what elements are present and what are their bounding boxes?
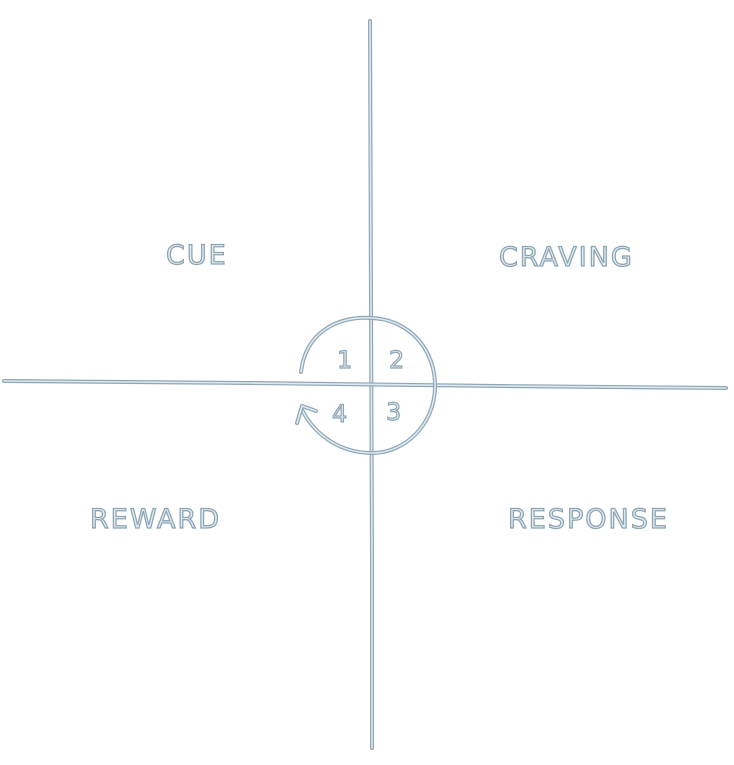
label-craving: CRAVING	[499, 242, 634, 273]
cycle-number-2: 2	[389, 346, 404, 374]
label-cue: CUE	[166, 240, 228, 271]
label-reward: REWARD	[90, 504, 221, 535]
cycle-number-4: 4	[332, 400, 347, 428]
vertical-axis	[368, 19, 374, 750]
label-response: RESPONSE	[508, 504, 669, 535]
cycle-number-3: 3	[386, 398, 401, 426]
cycle-number-1: 1	[337, 346, 352, 374]
horizontal-axis	[2, 379, 728, 390]
cycle-arrow	[295, 315, 438, 455]
